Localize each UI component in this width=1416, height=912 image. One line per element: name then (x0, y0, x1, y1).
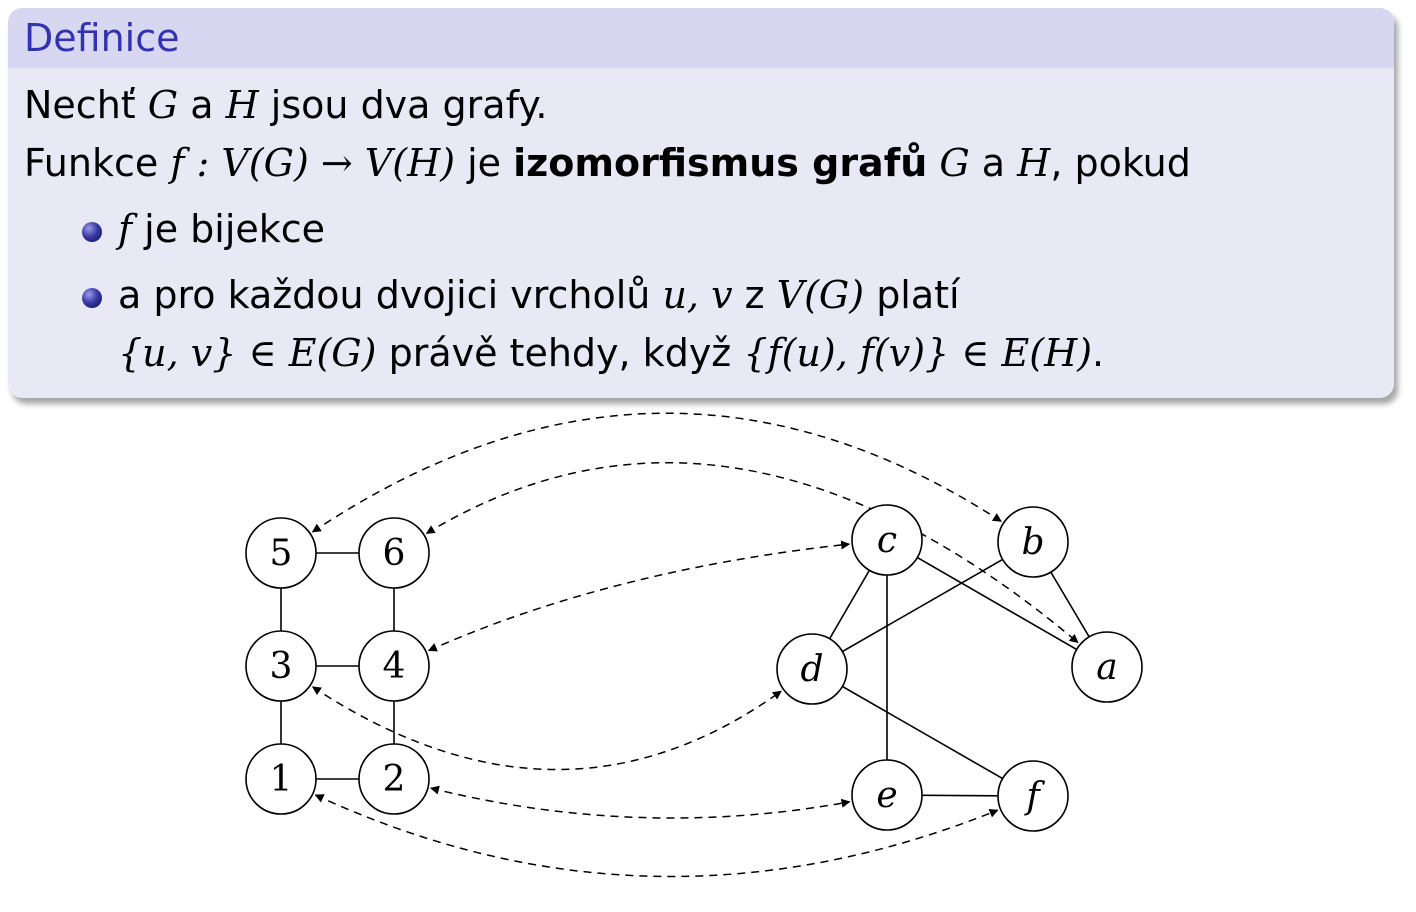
vertex-circle (776, 633, 848, 705)
vertex-h-d: d (776, 633, 848, 705)
vertex-label: b (1021, 522, 1044, 563)
vertex-circle (1071, 631, 1143, 703)
mapping-arrow (427, 540, 851, 652)
vertex-circle (997, 506, 1069, 578)
vertex-circle (245, 743, 317, 815)
vertex-h-e: e (851, 759, 923, 831)
graph-edge (811, 668, 1034, 797)
condition-item: f je bijekce (24, 200, 1378, 258)
vertex-circle (358, 743, 430, 815)
bullet-icon (82, 222, 102, 242)
vertex-circle (851, 504, 923, 576)
definition-block: Definice Nechť G a H jsou dva grafy. Fun… (8, 8, 1394, 398)
definition-line-2: Funkce f : V(G) → V(H) je izomorfismus g… (24, 141, 1191, 185)
vertex-h-f: f (997, 760, 1069, 832)
vertex-label: 3 (270, 646, 293, 687)
isomorphism-diagram: 1 2 3 4 5 6 a b c d e f (245, 412, 1143, 878)
vertex-label: 2 (383, 759, 406, 800)
vertex-label: 4 (383, 646, 406, 687)
definition-line-1: Nechť G a H jsou dva grafy. (24, 83, 548, 127)
vertex-label: c (877, 520, 897, 561)
vertex-h-b: b (997, 506, 1069, 578)
block-body: Nechť G a H jsou dva grafy. Funkce f : V… (8, 68, 1394, 382)
condition-item: a pro každou dvojici vrcholů u, v z V(G)… (24, 266, 1378, 382)
defined-term: izomorfismus grafů (513, 141, 928, 185)
vertex-g-3: 3 (245, 630, 317, 702)
vertex-label: 6 (383, 533, 406, 574)
vertex-label: 1 (270, 759, 293, 800)
mapping-arrow (425, 461, 1079, 644)
graph-edge (886, 539, 1108, 668)
vertex-g-4: 4 (358, 630, 430, 702)
mapping-arrow (311, 412, 1002, 533)
mapping-arrow (311, 686, 782, 771)
graph-vertices: 1 2 3 4 5 6 a b c d e f (245, 504, 1143, 832)
vertex-h-c: c (851, 504, 923, 576)
vertex-h-a: a (1071, 631, 1143, 703)
vertex-circle (245, 517, 317, 589)
vertex-circle (358, 517, 430, 589)
vertex-g-5: 5 (245, 517, 317, 589)
vertex-label: e (876, 775, 897, 816)
vertex-label: 5 (270, 533, 293, 574)
vertex-g-6: 6 (358, 517, 430, 589)
vertex-circle (358, 630, 430, 702)
vertex-label: d (800, 649, 823, 690)
vertex-label: a (1096, 647, 1117, 688)
vertex-circle (851, 759, 923, 831)
vertex-circle (245, 630, 317, 702)
condition-list: f je bijekce a pro každou dvojici vrchol… (24, 200, 1378, 382)
vertex-g-1: 1 (245, 743, 317, 815)
vertex-g-2: 2 (358, 743, 430, 815)
mapping-arrow (430, 785, 851, 819)
block-title: Definice (8, 8, 1394, 68)
bullet-icon (82, 288, 102, 308)
mapping-arrow (314, 794, 999, 878)
mapping-arrows (311, 412, 1079, 878)
vertex-circle (997, 760, 1069, 832)
